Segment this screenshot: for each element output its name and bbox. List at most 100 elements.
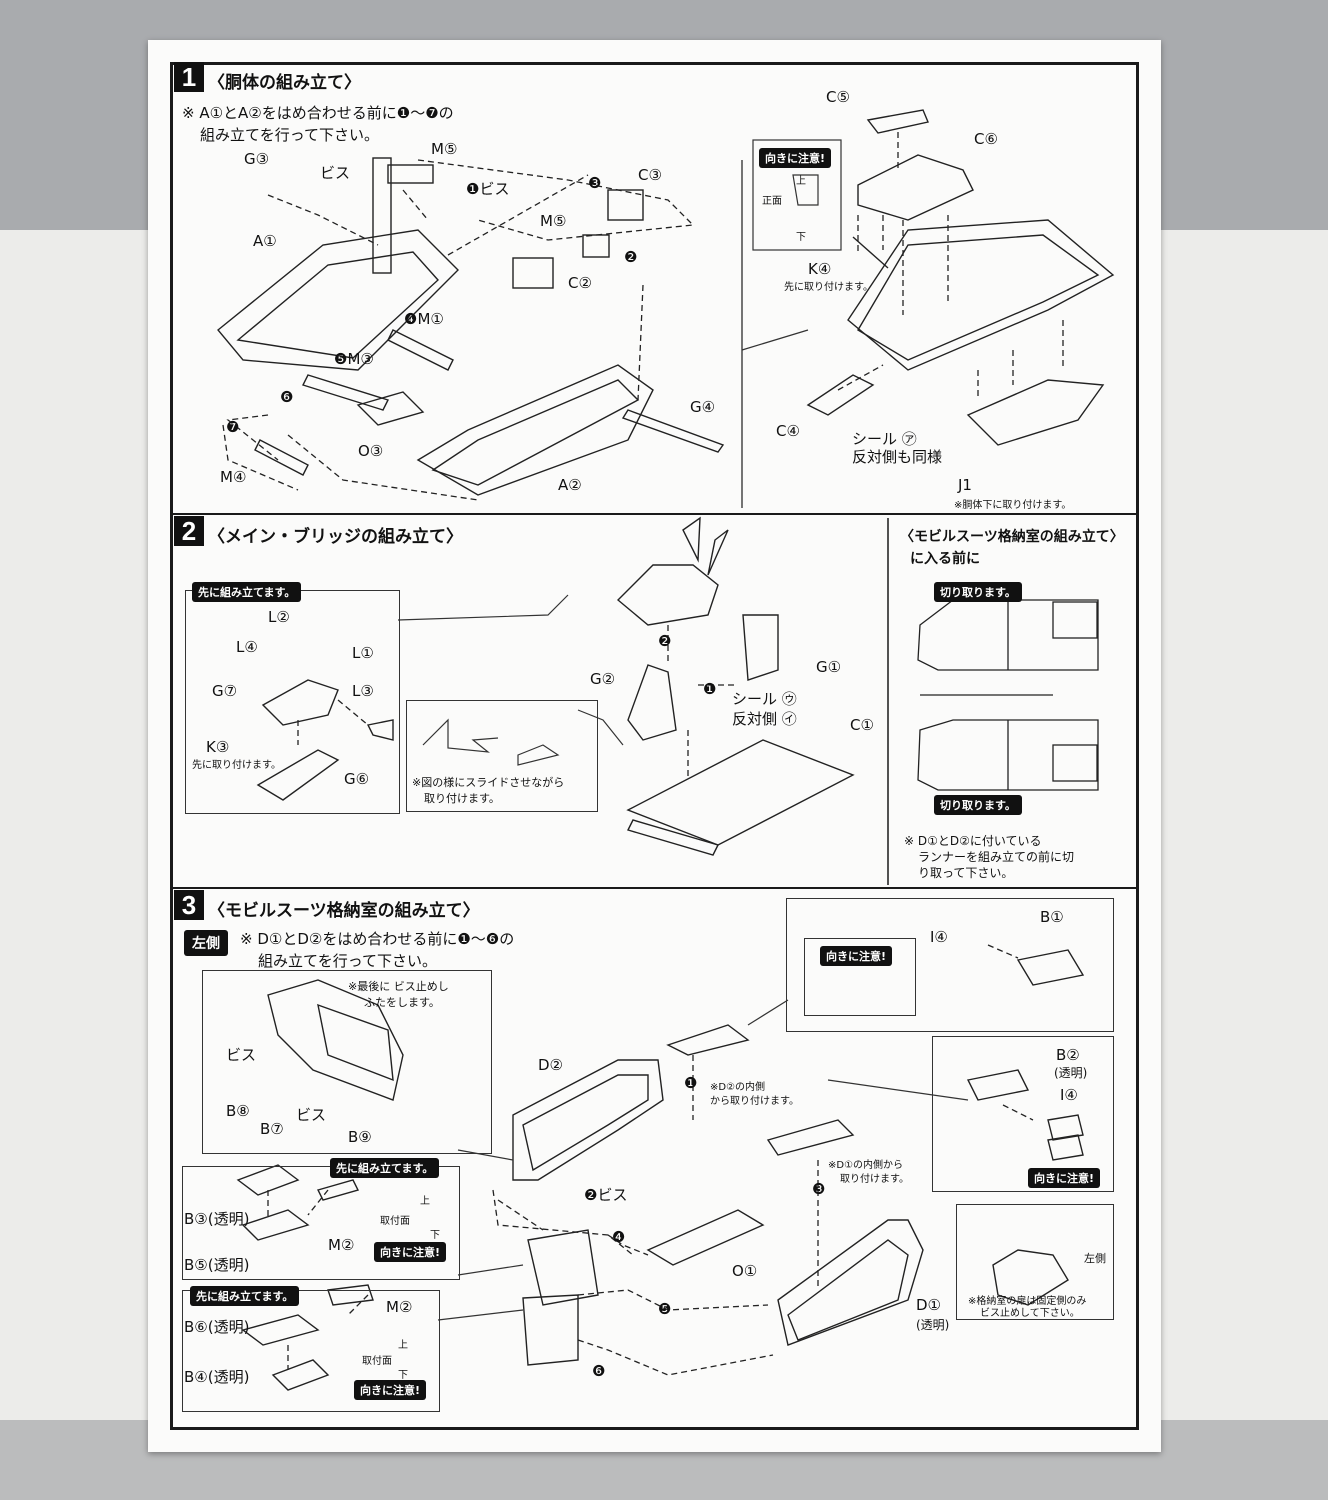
label-m1: ❹M① [404,310,444,328]
inset-box-caution [804,938,916,1016]
label-k4-note: 先に取り付けます。 [784,282,873,293]
label-step3-s1: ❶ [684,1074,698,1092]
label-g2: G② [590,670,616,688]
caution-tag-inset3: 向きに注意! [354,1380,427,1400]
step-2-title: 〈メイン・ブリッジの組み立て〉 [208,527,463,547]
label-inset2-m2: M② [328,1236,355,1254]
seal-label-step2-1: シール ㋒ [732,690,797,708]
cut-tag-2: 切り取ります。 [934,795,1022,815]
screw-note-1: ※最後に ビス止めし [348,980,449,993]
orientation-up: 上 [796,176,806,187]
label-c6: C⑥ [974,130,998,148]
label-a2: A② [558,476,582,494]
label-o3: O③ [358,442,384,460]
label-bis1: ❶ビス [466,180,510,198]
step-1-number: 1 [174,62,204,92]
sheet-frame [170,62,1139,1430]
inset-box-slide [406,700,598,812]
ship-note-2: ビス止めして下さい。 [980,1308,1080,1319]
side-note-2: ランナーを組み立ての前に切 [918,850,1075,864]
inset2-mount: 取付面 [380,1216,410,1227]
label-l3: L③ [352,682,374,700]
seal-label-1: シール ㋐ [852,430,917,448]
inset3-mount: 取付面 [362,1356,392,1367]
label-j1: J1 [958,476,972,494]
ship-note-1: ※格納室の扉は固定側のみ [968,1296,1087,1307]
label-step2-s1: ❶ [703,680,717,698]
label-d1-sub: (透明) [916,1318,950,1332]
label-step3-s4: ❹ [612,1228,626,1246]
label-step3-s3: ❸ [812,1180,826,1198]
step3-s1-note2: から取り付けます。 [710,1096,799,1107]
label-m3: ❺M③ [334,350,374,368]
label-g3: G③ [244,150,270,168]
caution-tag-right: 向きに注意! [1028,1168,1101,1188]
left-side-tag: 左側 [184,930,228,956]
pre-assembly-tag: 先に組み立てます。 [192,582,302,602]
side-note-3: り取って下さい。 [918,866,1014,880]
inset3-up: 上 [398,1340,408,1351]
label-o1: O① [732,1262,758,1280]
label-inset3-m2: M② [386,1298,413,1316]
step3-s1-note1: ※D②の内側 [710,1082,766,1093]
label-bis: ビス [320,164,351,182]
label-l1: L① [352,644,374,662]
inset-box-screw [202,970,492,1154]
label-m5b: M⑤ [540,212,567,230]
label-b7: B⑦ [260,1120,284,1138]
label-c3: C③ [638,166,662,184]
label-b3: B③(透明) [184,1210,250,1228]
label-b2: B② [1056,1046,1080,1064]
label-k4: K④ [808,260,832,278]
inset2-down: 下 [430,1230,440,1241]
label-m5a: M⑤ [431,140,458,158]
step-1-note-line2: 組み立てを行って下さい。 [200,126,379,144]
caution-tag-inset2: 向きに注意! [374,1242,447,1262]
step-3-note-line2: 組み立てを行って下さい。 [258,952,437,970]
label-s6: ❻ [280,388,294,406]
label-b5: B⑤(透明) [184,1256,250,1274]
label-c1: C① [850,716,874,734]
label-m4: M④ [220,468,247,486]
side-note-1: ※ D①とD②に付いている [904,834,1042,848]
step-3-title: 〈モビルスーツ格納室の組み立て〉 [208,901,480,921]
step-2-number: 2 [174,516,204,546]
label-step3-bis2: ❷ビス [584,1186,628,1204]
seal-label-step2-2: 反対側 ㋑ [732,710,797,728]
label-b4: B④(透明) [184,1368,250,1386]
step-3-number: 3 [174,890,204,920]
label-c2: C② [568,274,592,292]
label-k3: K③ [206,738,230,756]
label-g4: G④ [690,398,716,416]
caution-tag-top: 向きに注意! [820,946,893,966]
label-d2: D② [538,1056,563,1074]
label-i4-right: I④ [1060,1086,1078,1104]
ship-left-label: 左側 [1084,1252,1106,1265]
slide-note-1: ※図の様にスライドさせながら [412,776,565,789]
label-b9: B⑨ [348,1128,372,1146]
label-g7: G⑦ [212,682,238,700]
label-d1: D① [916,1296,941,1314]
label-s2: ❷ [624,248,638,266]
step3-s3-note2: 取り付けます。 [840,1174,909,1185]
inset-box-top [786,898,1114,1032]
label-step2-s2: ❷ [658,632,672,650]
line-art [173,109,1136,1391]
caution-tag-step1: 向きに注意! [759,148,832,168]
label-inset-bis1: ビス [226,1046,257,1064]
label-b8: B⑧ [226,1102,250,1120]
pre-assembly-tag-3: 先に組み立てます。 [190,1286,300,1306]
label-s3: ❸ [588,174,602,192]
inset-box-b6 [182,1290,440,1412]
inset2-up: 上 [420,1196,430,1207]
label-l4: L④ [236,638,258,656]
inset-box-right [932,1036,1114,1192]
screw-note-2: ふたをします。 [364,996,440,1009]
step-3-note-line1: ※ D①とD②をはめ合わせる前に❶～❻の [240,930,515,948]
inset3-down: 下 [398,1370,408,1381]
label-k3-note: 先に取り付けます。 [192,760,281,771]
label-g1: G① [816,658,842,676]
label-a1: A① [253,232,277,250]
label-b2-sub: (透明) [1054,1066,1088,1080]
inset-box-b3 [182,1166,460,1280]
